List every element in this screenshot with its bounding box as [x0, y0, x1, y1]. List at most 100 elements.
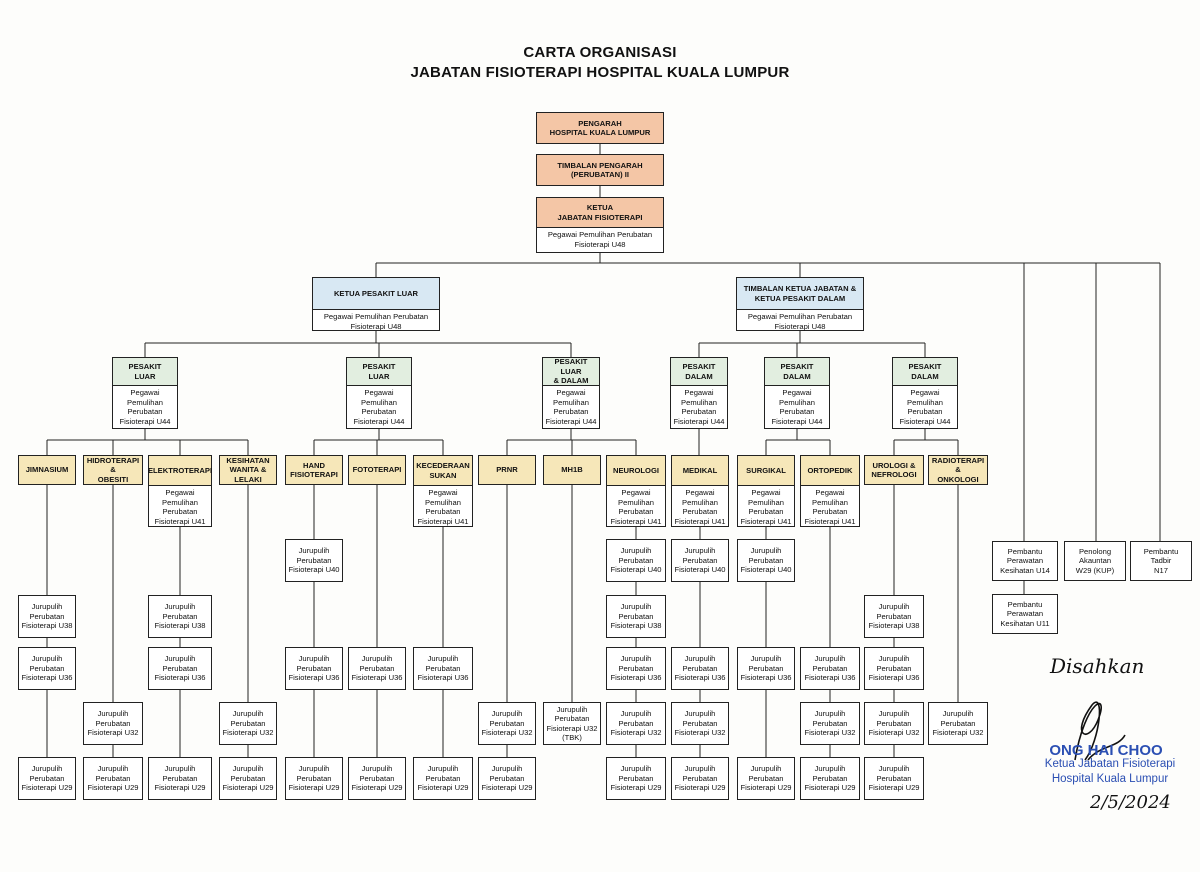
node-position: Jurupulih Perubatan Fisioterapi U32: [868, 709, 920, 738]
node-title: MH1B: [544, 456, 600, 484]
org-node-jim-u29: Jurupulih Perubatan Fisioterapi U29: [18, 757, 76, 800]
org-node-ort-u36: Jurupulih Perubatan Fisioterapi U36: [800, 647, 860, 690]
org-node-foto-u36: Jurupulih Perubatan Fisioterapi U36: [348, 647, 406, 690]
node-position: Jurupulih Perubatan Fisioterapi U32: [87, 709, 139, 738]
node-title: PRNR: [479, 456, 535, 484]
node-position: Jurupulih Perubatan Fisioterapi U36: [21, 654, 73, 683]
node-position: Jurupulih Perubatan Fisioterapi U29: [222, 764, 274, 793]
org-node-hidroterapi: HIDROTERAPI & OBESITI: [83, 455, 143, 485]
node-position: Jurupulih Perubatan Fisioterapi U36: [417, 654, 469, 683]
node-position: Pegawai Pemulihan Perubatan Fisioterapi …: [545, 388, 597, 426]
org-node-hid-u32: Jurupulih Perubatan Fisioterapi U32: [83, 702, 143, 745]
node-title: HAND FISIOTERAPI: [286, 456, 342, 484]
node-position: Pegawai Pemulihan Perubatan Fisioterapi …: [674, 488, 726, 526]
node-position: Jurupulih Perubatan Fisioterapi U32 (TBK…: [546, 704, 598, 743]
node-position: Jurupulih Perubatan Fisioterapi U29: [417, 764, 469, 793]
org-node-hid-u29: Jurupulih Perubatan Fisioterapi U29: [83, 757, 143, 800]
node-title: PESAKIT DALAM: [765, 358, 829, 386]
node-position: Pegawai Pemulihan Perubatan Fisioterapi …: [547, 230, 653, 249]
node-position: Jurupulih Perubatan Fisioterapi U36: [154, 654, 206, 683]
node-title: FOTOTERAPI: [349, 456, 405, 484]
org-node-uro-u32: Jurupulih Perubatan Fisioterapi U32: [864, 702, 924, 745]
chart-subtitle: JABATAN FISIOTERAPI HOSPITAL KUALA LUMPU…: [410, 64, 790, 81]
org-node-kec-u36: Jurupulih Perubatan Fisioterapi U36: [413, 647, 473, 690]
org-node-foto-u29: Jurupulih Perubatan Fisioterapi U29: [348, 757, 406, 800]
org-node-jim-u36: Jurupulih Perubatan Fisioterapi U36: [18, 647, 76, 690]
node-position: Jurupulih Perubatan Fisioterapi U29: [154, 764, 206, 793]
org-node-neu-u40: Jurupulih Perubatan Fisioterapi U40: [606, 539, 666, 582]
node-position: Jurupulih Perubatan Fisioterapi U40: [674, 546, 726, 575]
stamp-title: Ketua Jabatan Fisioterapi: [1044, 758, 1176, 770]
node-position: Jurupulih Perubatan Fisioterapi U29: [288, 764, 340, 793]
org-node-kec-u29: Jurupulih Perubatan Fisioterapi U29: [413, 757, 473, 800]
node-position: Jurupulih Perubatan Fisioterapi U29: [481, 764, 533, 793]
node-position: Jurupulih Perubatan Fisioterapi U29: [804, 764, 856, 793]
org-node-rad-u32: Jurupulih Perubatan Fisioterapi U32: [928, 702, 988, 745]
node-title: PESAKIT DALAM: [893, 358, 957, 386]
org-node-urologi: UROLOGI & NEFROLOGI: [864, 455, 924, 485]
node-title: KECEDERAAN SUKAN: [414, 456, 472, 486]
node-position: Jurupulih Perubatan Fisioterapi U36: [351, 654, 403, 683]
node-position: Pegawai Pemulihan Perubatan Fisioterapi …: [154, 488, 206, 526]
node-position: Jurupulih Perubatan Fisioterapi U38: [868, 602, 920, 631]
node-title: MEDIKAL: [672, 456, 728, 486]
node-position: Jurupulih Perubatan Fisioterapi U32: [804, 709, 856, 738]
org-node-pembantu-perawatan-u14: Pembantu Perawatan Kesihatan U14: [992, 541, 1058, 581]
org-node-med-u29: Jurupulih Perubatan Fisioterapi U29: [671, 757, 729, 800]
org-node-med-u32: Jurupulih Perubatan Fisioterapi U32: [671, 702, 729, 745]
node-title: PESAKIT DALAM: [671, 358, 727, 386]
org-node-hand-u40: Jurupulih Perubatan Fisioterapi U40: [285, 539, 343, 582]
org-node-sur-u40: Jurupulih Perubatan Fisioterapi U40: [737, 539, 795, 582]
node-position: Jurupulih Perubatan Fisioterapi U32: [610, 709, 662, 738]
node-position: Pegawai Pemulihan Perubatan Fisioterapi …: [673, 388, 725, 426]
org-node-mh1b: MH1B: [543, 455, 601, 485]
node-title: SURGIKAL: [738, 456, 794, 486]
node-position: Jurupulih Perubatan Fisioterapi U36: [288, 654, 340, 683]
node-position: Jurupulih Perubatan Fisioterapi U38: [21, 602, 73, 631]
org-node-hand: HAND FISIOTERAPI: [285, 455, 343, 485]
signature-scribble: [1074, 701, 1126, 761]
node-position: Jurupulih Perubatan Fisioterapi U36: [804, 654, 856, 683]
node-position: Jurupulih Perubatan Fisioterapi U29: [610, 764, 662, 793]
org-node-timbalan-pengarah: TIMBALAN PENGARAH (PERUBATAN) II: [536, 154, 664, 186]
node-title: KESIHATAN WANITA & LELAKI: [220, 456, 276, 484]
node-position: Pembantu Perawatan Kesihatan U14: [1000, 546, 1050, 575]
org-node-fototerapi: FOTOTERAPI: [348, 455, 406, 485]
org-node-hand-u29: Jurupulih Perubatan Fisioterapi U29: [285, 757, 343, 800]
org-node-ort-u29: Jurupulih Perubatan Fisioterapi U29: [800, 757, 860, 800]
stamp-name: ONG HAI CHOO: [1049, 742, 1163, 759]
org-node-prnr-u29: Jurupulih Perubatan Fisioterapi U29: [478, 757, 536, 800]
org-node-ort-u32: Jurupulih Perubatan Fisioterapi U32: [800, 702, 860, 745]
org-node-sur-u36: Jurupulih Perubatan Fisioterapi U36: [737, 647, 795, 690]
org-node-uro-u38: Jurupulih Perubatan Fisioterapi U38: [864, 595, 924, 638]
org-node-uro-u36: Jurupulih Perubatan Fisioterapi U36: [864, 647, 924, 690]
node-title: UROLOGI & NEFROLOGI: [865, 456, 923, 484]
node-position: Jurupulih Perubatan Fisioterapi U29: [674, 764, 726, 793]
node-position: Pegawai Pemulihan Perubatan Fisioterapi …: [740, 488, 792, 526]
org-node-uro-u29: Jurupulih Perubatan Fisioterapi U29: [864, 757, 924, 800]
node-position: Jurupulih Perubatan Fisioterapi U36: [740, 654, 792, 683]
node-title: ORTOPEDIK: [801, 456, 859, 486]
node-position: Jurupulih Perubatan Fisioterapi U29: [87, 764, 139, 793]
node-title: HIDROTERAPI & OBESITI: [84, 456, 142, 484]
node-position: Jurupulih Perubatan Fisioterapi U32: [674, 709, 726, 738]
org-node-pembantu-perawatan-u11: Pembantu Perawatan Kesihatan U11: [992, 594, 1058, 634]
node-position: Penolong Akauntan W29 (KUP): [1075, 546, 1115, 575]
org-node-prnr-u32: Jurupulih Perubatan Fisioterapi U32: [478, 702, 536, 745]
node-position: Jurupulih Perubatan Fisioterapi U38: [154, 602, 206, 631]
node-title: PESAKIT LUAR & DALAM: [543, 357, 599, 386]
node-position: Jurupulih Perubatan Fisioterapi U29: [21, 764, 73, 793]
org-node-jim-u38: Jurupulih Perubatan Fisioterapi U38: [18, 595, 76, 638]
node-title: JIMNASIUM: [19, 456, 75, 484]
node-title: PENGARAH HOSPITAL KUALA LUMPUR: [537, 113, 663, 143]
org-node-neu-u38: Jurupulih Perubatan Fisioterapi U38: [606, 595, 666, 638]
handwritten-approval: Disahkan: [1050, 654, 1145, 678]
org-node-ele-u36: Jurupulih Perubatan Fisioterapi U36: [148, 647, 212, 690]
